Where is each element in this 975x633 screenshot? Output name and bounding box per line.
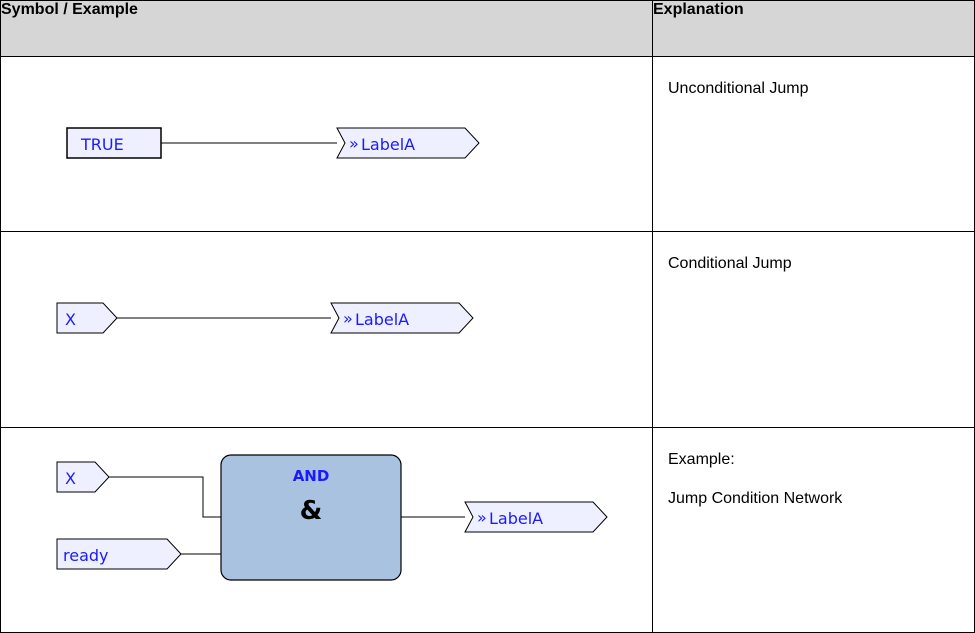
input-x-label: X <box>65 310 76 329</box>
explanation-text: Conditional Jump <box>668 255 792 272</box>
jump-condition-network-diagram: X ready AND & » LabelA <box>56 454 608 581</box>
symbol-cell: X » LabelA <box>0 231 653 428</box>
jump-label-box <box>336 127 480 159</box>
jump-label-text: LabelA <box>361 135 415 154</box>
true-constant-box <box>66 127 162 159</box>
explanation-text: Unconditional Jump <box>668 80 809 97</box>
table-row: X ready AND & » LabelA Example: Jump Con… <box>0 427 975 633</box>
jump-label-box <box>330 302 474 334</box>
input-x-wire <box>109 476 221 518</box>
jump-label-text: LabelA <box>489 509 543 528</box>
table-row: X » LabelA Conditional Jump <box>0 231 975 428</box>
explanation-cell: Example: Jump Condition Network <box>652 427 975 633</box>
symbol-cell: X ready AND & » LabelA <box>0 427 653 633</box>
jump-label-box <box>464 501 608 533</box>
input-ready-box <box>56 538 182 570</box>
jump-chevron-icon: » <box>477 508 487 527</box>
table-header-row: Symbol / Example Explanation <box>0 0 975 57</box>
table-row: TRUE » LabelA Unconditional Jump <box>0 56 975 232</box>
input-x-label: X <box>65 469 76 488</box>
symbol-cell: TRUE » LabelA <box>0 56 653 232</box>
unconditional-jump-diagram: TRUE » LabelA <box>66 127 480 159</box>
conditional-jump-diagram: X » LabelA <box>56 302 474 334</box>
explanation-text: Jump Condition Network <box>668 489 843 507</box>
explanation-cell: Unconditional Jump <box>652 56 975 232</box>
input-x-box <box>56 302 118 334</box>
explanation-text: Example: <box>668 451 735 468</box>
jump-chevron-icon: » <box>349 134 359 153</box>
input-ready-label: ready <box>63 546 109 565</box>
explanation-cell: Conditional Jump <box>652 231 975 428</box>
header-symbol-example: Symbol / Example <box>0 0 653 57</box>
and-symbol: & <box>300 496 323 526</box>
header-explanation: Explanation <box>652 0 975 57</box>
input-x-box <box>56 461 110 493</box>
true-constant-label: TRUE <box>80 135 124 154</box>
and-block-title: AND <box>293 467 330 485</box>
jump-label-text: LabelA <box>355 310 409 329</box>
jump-chevron-icon: » <box>343 309 353 328</box>
